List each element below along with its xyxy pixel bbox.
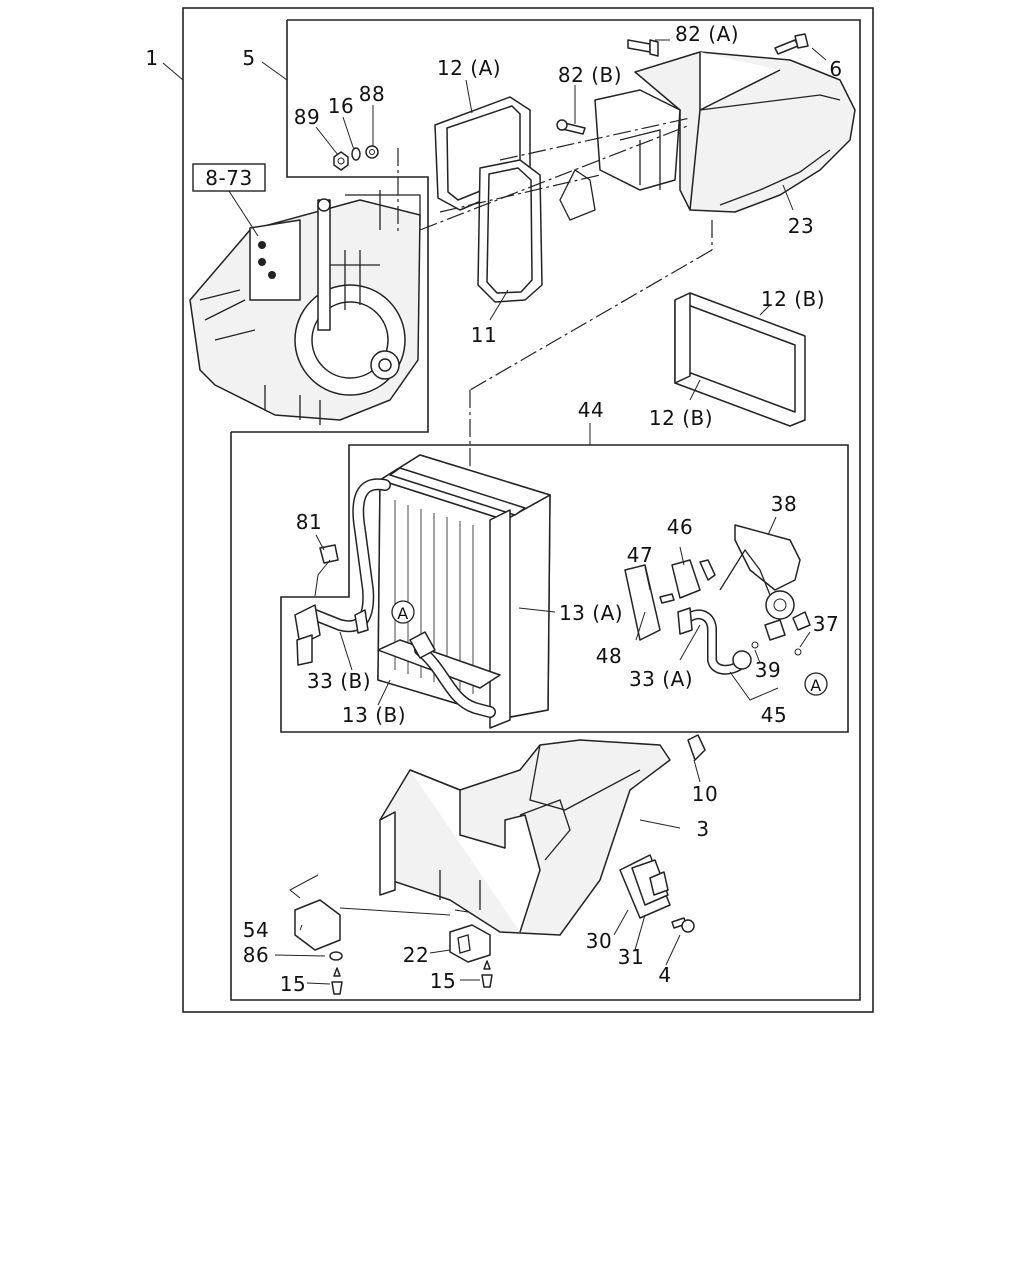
ref-tag-a-left-text: A [397,604,408,623]
callout-89: 89 [294,105,320,129]
callout-44: 44 [578,398,604,422]
evaporator-core [377,454,551,729]
callout-46: 46 [667,515,693,539]
callout-45: 45 [761,703,787,727]
callout-88: 88 [359,82,385,106]
bolt-82a [627,39,659,57]
gasket-11 [477,159,543,303]
ref-box-8-73 [192,163,266,192]
callout-13b: 13 (B) [342,703,406,727]
callout-47: 47 [627,543,653,567]
callout-22: 22 [403,943,429,967]
callout-12b-bottom: 12 (B) [649,406,713,430]
callout-3: 3 [696,817,709,841]
callout-15-mid: 15 [430,969,456,993]
gasket-12b [674,292,806,427]
callout-11: 11 [471,323,497,347]
callout-16: 16 [328,94,354,118]
callout-8-73: 8-73 [205,166,252,190]
callout-37: 37 [813,612,839,636]
callout-33b: 33 (B) [307,669,371,693]
connector-22 [449,924,491,963]
upper-case-23 [559,51,856,221]
washer-86 [329,951,343,961]
pipe-33b [294,478,391,666]
pipe-lower-tube [409,631,496,718]
callout-6: 6 [829,57,842,81]
callout-30: 30 [586,929,612,953]
ref-tag-a-right-text: A [810,676,821,695]
callout-5: 5 [242,46,255,70]
screw-15-left [331,967,343,995]
ref-tag-a-left: A [391,600,415,624]
screw-15-mid [481,960,493,988]
assembly-frame-1 [182,7,874,1013]
callout-54: 54 [243,918,269,942]
callout-1: 1 [145,46,158,70]
callout-38: 38 [771,492,797,516]
clip-10 [687,734,706,761]
ref-tag-a-right: A [804,672,828,696]
leader-8-73 [228,190,259,237]
callout-48: 48 [596,644,622,668]
callout-82a: 82 (A) [675,22,739,46]
bolt-6 [774,33,809,55]
callout-10: 10 [692,782,718,806]
subassembly-frame-5 [231,19,861,433]
callout-12b-top: 12 (B) [761,287,825,311]
servo-30-31 [619,854,671,919]
callout-13a: 13 (A) [559,601,623,625]
callout-31: 31 [618,945,644,969]
align-line-2 [499,117,691,161]
blower-unit [189,190,421,425]
pipe-33a [677,607,752,675]
callout-4: 4 [658,963,671,987]
thermo-parts [624,524,811,656]
callout-86: 86 [243,943,269,967]
callout-39: 39 [755,658,781,682]
align-line-5 [469,249,713,391]
callout-12a: 12 (A) [437,56,501,80]
lower-case-3 [379,739,671,936]
callout-81: 81 [296,510,322,534]
callout-82b: 82 (B) [558,63,622,87]
callout-23: 23 [788,214,814,238]
callout-15-left: 15 [280,972,306,996]
align-line-3 [419,124,691,231]
align-line-1 [439,174,601,213]
screw-82b [556,119,586,135]
leader-lines [162,39,827,985]
resistor-54 [289,874,341,951]
sensor-81 [314,544,339,597]
subassembly-frame-44 [230,210,861,1001]
hardware-89-16-88 [333,145,379,171]
evaporator-box-frame [280,444,849,733]
screw-4 [671,917,695,933]
callout-33a: 33 (A) [629,667,693,691]
